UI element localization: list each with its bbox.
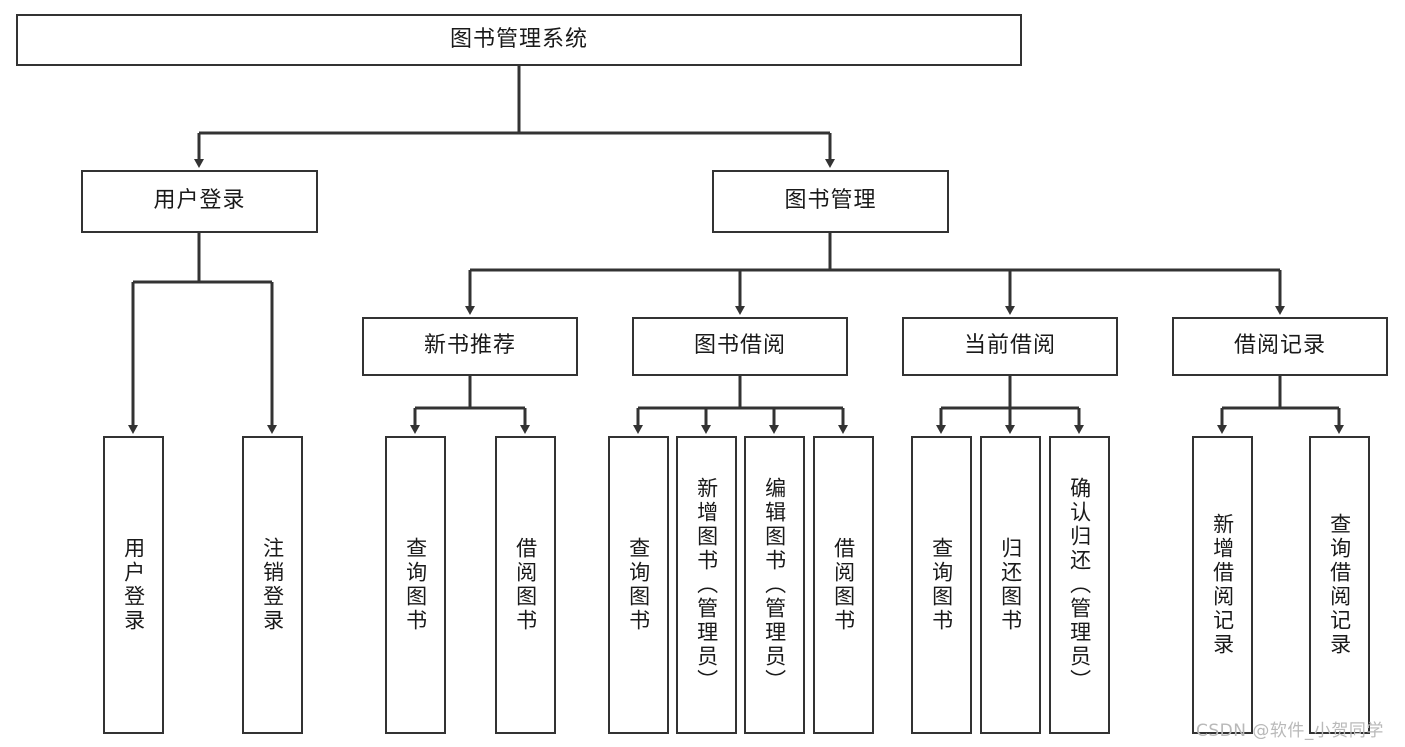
node-label: 图书管理 — [784, 188, 877, 214]
node-label: 借阅记录 — [1233, 333, 1326, 359]
node-new-book-recommend[interactable]: 新书推荐 — [362, 317, 578, 376]
node-borrow-record[interactable]: 借阅记录 — [1172, 317, 1388, 376]
node-label: 新增图书（管理员） — [694, 477, 719, 693]
node-book-management-system[interactable]: 图书管理系统 — [16, 14, 1022, 66]
node-label: 当前借阅 — [963, 333, 1056, 359]
leaf-query-book-current[interactable]: 查询图书 — [911, 436, 972, 734]
node-label: 新书推荐 — [423, 333, 516, 359]
leaf-query-borrow-record[interactable]: 查询借阅记录 — [1309, 436, 1370, 734]
leaf-borrow-book-borrow[interactable]: 借阅图书 — [813, 436, 874, 734]
node-label: 编辑图书（管理员） — [762, 477, 787, 693]
node-label: 图书借阅 — [693, 333, 786, 359]
leaf-logout-login[interactable]: 注销登录 — [242, 436, 303, 734]
node-label: 借阅图书 — [513, 537, 538, 633]
node-label: 借阅图书 — [831, 537, 856, 633]
leaf-return-book[interactable]: 归还图书 — [980, 436, 1041, 734]
node-book-borrow[interactable]: 图书借阅 — [632, 317, 848, 376]
csdn-watermark: CSDN @软件_小贺同学 — [1196, 721, 1384, 741]
node-label: 归还图书 — [998, 537, 1023, 633]
node-label: 用户登录 — [121, 537, 146, 633]
leaf-confirm-return-admin[interactable]: 确认归还（管理员） — [1049, 436, 1110, 734]
node-label: 用户登录 — [153, 188, 246, 214]
leaf-query-book-recommend[interactable]: 查询图书 — [385, 436, 446, 734]
node-label: 查询借阅记录 — [1327, 513, 1352, 657]
node-label: 新增借阅记录 — [1210, 513, 1235, 657]
node-label: 确认归还（管理员） — [1067, 477, 1092, 693]
node-label: 查询图书 — [929, 537, 954, 633]
node-label: 查询图书 — [626, 537, 651, 633]
leaf-query-book-borrow[interactable]: 查询图书 — [608, 436, 669, 734]
leaf-edit-book-admin[interactable]: 编辑图书（管理员） — [744, 436, 805, 734]
leaf-add-borrow-record[interactable]: 新增借阅记录 — [1192, 436, 1253, 734]
leaf-borrow-book-recommend[interactable]: 借阅图书 — [495, 436, 556, 734]
node-current-borrow[interactable]: 当前借阅 — [902, 317, 1118, 376]
node-book-manage[interactable]: 图书管理 — [712, 170, 949, 233]
node-label: 查询图书 — [403, 537, 428, 633]
node-label: 图书管理系统 — [449, 26, 588, 52]
leaf-user-login[interactable]: 用户登录 — [103, 436, 164, 734]
node-user-login[interactable]: 用户登录 — [81, 170, 318, 233]
node-label: 注销登录 — [260, 537, 285, 633]
leaf-add-book-admin[interactable]: 新增图书（管理员） — [676, 436, 737, 734]
